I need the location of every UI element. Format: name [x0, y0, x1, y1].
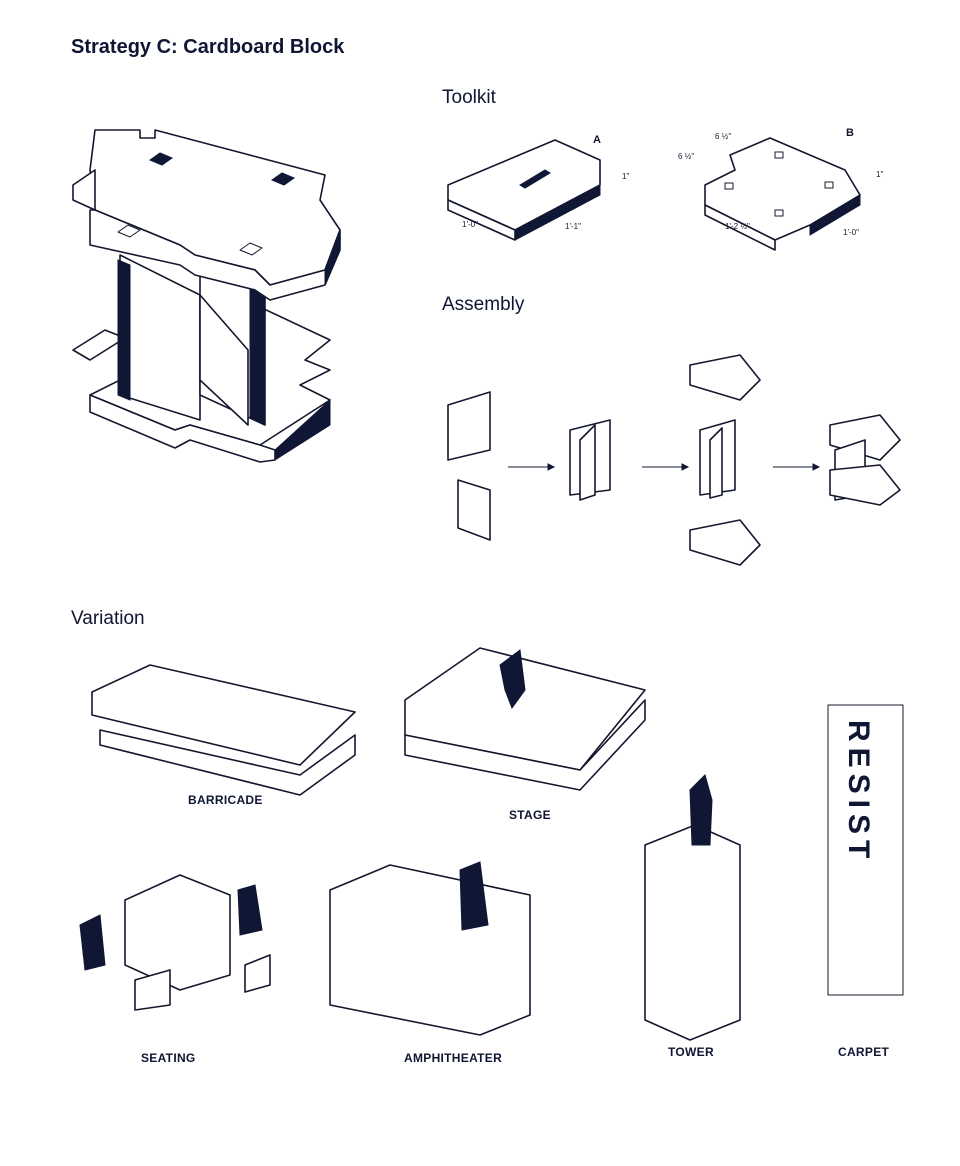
carpet-resist-word: RESIST [842, 720, 875, 865]
variation-stage [404, 647, 646, 791]
toolkit-part-a [447, 139, 601, 241]
variation-amphitheater [329, 861, 531, 1036]
caption-amphitheater: AMPHITHEATER [404, 1051, 503, 1065]
dim-b-length: 1'-2 ½" [725, 222, 750, 231]
variation-barricade [91, 664, 356, 796]
caption-carpet: CARPET [838, 1045, 890, 1059]
dim-b-width: 1'-0" [843, 228, 859, 237]
part-a-label: A [593, 134, 601, 146]
caption-tower: TOWER [668, 1045, 714, 1059]
assembly-heading: Assembly [442, 294, 525, 315]
part-b-label: B [846, 127, 854, 139]
main-block-illustration [72, 129, 341, 463]
caption-barricade: BARRICADE [188, 793, 263, 807]
variation-seating [79, 874, 271, 1011]
caption-seating: SEATING [141, 1051, 196, 1065]
toolkit-part-b [704, 137, 861, 251]
variation-heading: Variation [71, 608, 145, 629]
variation-tower [644, 774, 741, 1041]
dim-a-length: 1'-1" [565, 222, 581, 231]
dim-b-notch-1: 6 ½" [715, 132, 732, 141]
dim-b-notch-2: 6 ½" [678, 152, 695, 161]
caption-stage: STAGE [509, 808, 551, 822]
dim-b-thickness: 1" [876, 170, 884, 179]
variation-carpet [827, 704, 904, 996]
assembly-sequence [447, 354, 901, 566]
page-title: Strategy C: Cardboard Block [71, 36, 345, 58]
dim-a-thickness: 1" [622, 172, 630, 181]
toolkit-heading: Toolkit [442, 87, 496, 108]
dim-a-width: 1'-0" [462, 220, 478, 229]
